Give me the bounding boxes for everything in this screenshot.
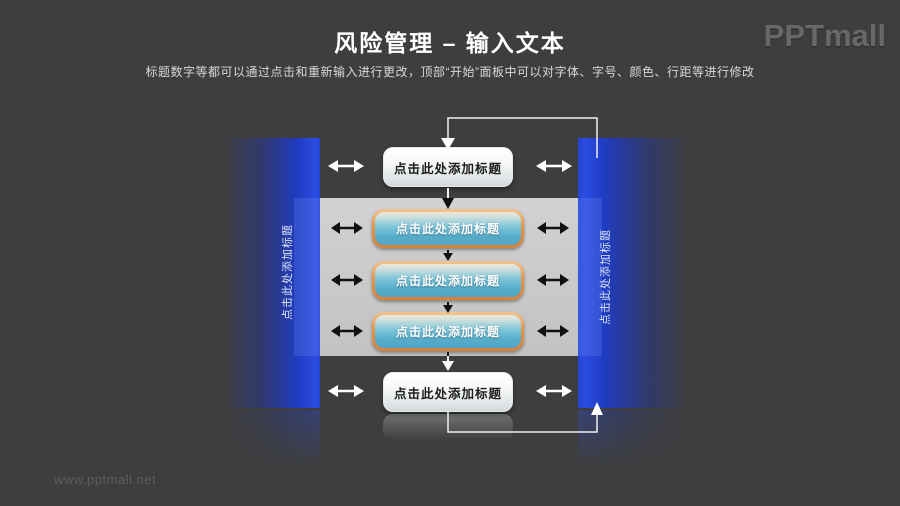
watermark: www.pptmall.net [54,472,157,487]
right-bar-label: 点击此处添加标题 [600,229,612,325]
middle-placeholder-button-2[interactable]: 点击此处添加标题 [372,261,524,300]
right-bar-reflection [578,410,690,476]
left-blue-bar[interactable] [223,138,320,408]
right-bar-highlight-strip [578,198,602,356]
middle-placeholder-button-2-label: 点击此处添加标题 [375,264,521,297]
double-arrow-icon [328,385,364,397]
page-subtitle: 标题数字等都可以通过点击和重新输入进行更改，顶部“开始”面板中可以对字体、字号、… [145,65,755,79]
page-title: 风险管理 – 输入文本 [334,30,566,56]
left-bar-label: 点击此处添加标题 [282,224,294,320]
middle-placeholder-button-3[interactable]: 点击此处添加标题 [372,312,524,351]
middle-placeholder-button-1[interactable]: 点击此处添加标题 [372,209,524,248]
double-arrow-icon [328,160,364,172]
left-bar-highlight-strip [294,198,320,356]
middle-placeholder-button-1-label: 点击此处添加标题 [375,212,521,245]
right-blue-bar[interactable] [578,138,690,408]
bottom-button-reflection [383,414,513,440]
bottom-placeholder-button[interactable]: 点击此处添加标题 [383,372,513,412]
middle-placeholder-button-3-label: 点击此处添加标题 [375,315,521,348]
double-arrow-icon [536,385,572,397]
double-arrow-icon [536,160,572,172]
pptmall-logo: PPTmall [763,18,886,53]
left-bar-reflection [223,410,320,476]
top-placeholder-button[interactable]: 点击此处添加标题 [383,147,513,187]
